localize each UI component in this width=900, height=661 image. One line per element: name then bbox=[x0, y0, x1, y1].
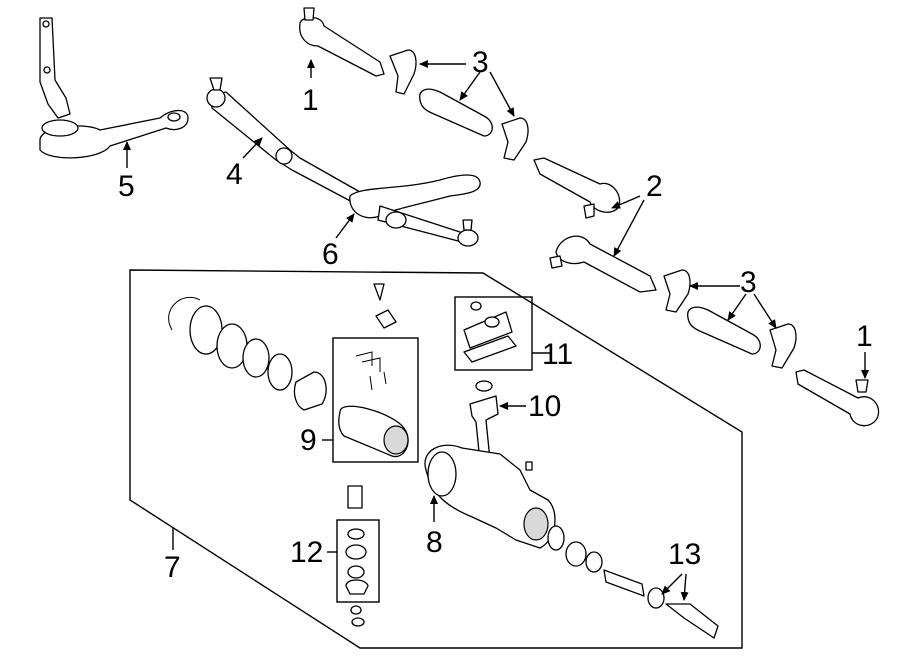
inner-tie-rod-lower[interactable] bbox=[549, 235, 657, 293]
box-11 bbox=[454, 296, 533, 371]
callout-5: 5 bbox=[118, 170, 135, 203]
callout-11: 11 bbox=[542, 338, 573, 371]
adjuster-clamp-2[interactable] bbox=[501, 117, 529, 161]
callout-1-lower: 1 bbox=[856, 320, 873, 353]
housing-seals[interactable] bbox=[547, 525, 645, 597]
callout-4: 4 bbox=[226, 158, 243, 191]
input-shaft-parts[interactable] bbox=[647, 587, 719, 639]
adjuster-clamp-1[interactable] bbox=[389, 49, 417, 95]
callout-9: 9 bbox=[300, 424, 317, 457]
gear-assembly-outline bbox=[129, 269, 743, 649]
callout-13: 13 bbox=[668, 538, 701, 571]
callout-3-lower: 3 bbox=[740, 266, 757, 299]
leader-lines bbox=[123, 59, 869, 601]
valve-body[interactable] bbox=[338, 351, 409, 458]
callout-3-upper: 3 bbox=[472, 46, 489, 79]
outer-tie-rod-end-upper[interactable] bbox=[299, 7, 385, 77]
inner-tie-rod-upper[interactable] bbox=[533, 157, 621, 219]
pitman-arm[interactable] bbox=[39, 17, 189, 159]
box-12 bbox=[336, 519, 380, 603]
callout-12: 12 bbox=[290, 536, 323, 569]
callout-7: 7 bbox=[164, 551, 181, 584]
valve-kit-small-parts[interactable] bbox=[373, 283, 397, 329]
callout-2: 2 bbox=[646, 170, 663, 203]
outer-tie-rod-end-lower[interactable] bbox=[795, 369, 880, 427]
callout-8: 8 bbox=[426, 526, 443, 559]
adjuster-clamp-4[interactable] bbox=[769, 323, 797, 369]
adjuster-plug-kit[interactable] bbox=[345, 485, 369, 627]
box-9 bbox=[332, 337, 419, 463]
callout-6: 6 bbox=[322, 238, 339, 271]
adjuster-clamp-3[interactable] bbox=[663, 269, 691, 313]
idler-arm[interactable] bbox=[349, 174, 481, 247]
callout-10: 10 bbox=[528, 390, 561, 423]
gear-housing[interactable] bbox=[424, 444, 556, 549]
seal-ring-set[interactable] bbox=[168, 296, 327, 411]
adjuster-sleeve-upper[interactable] bbox=[419, 88, 493, 137]
adjuster-sleeve-lower[interactable] bbox=[687, 306, 761, 355]
callout-1-upper: 1 bbox=[302, 84, 319, 117]
cover-plate-kit[interactable] bbox=[463, 301, 517, 363]
